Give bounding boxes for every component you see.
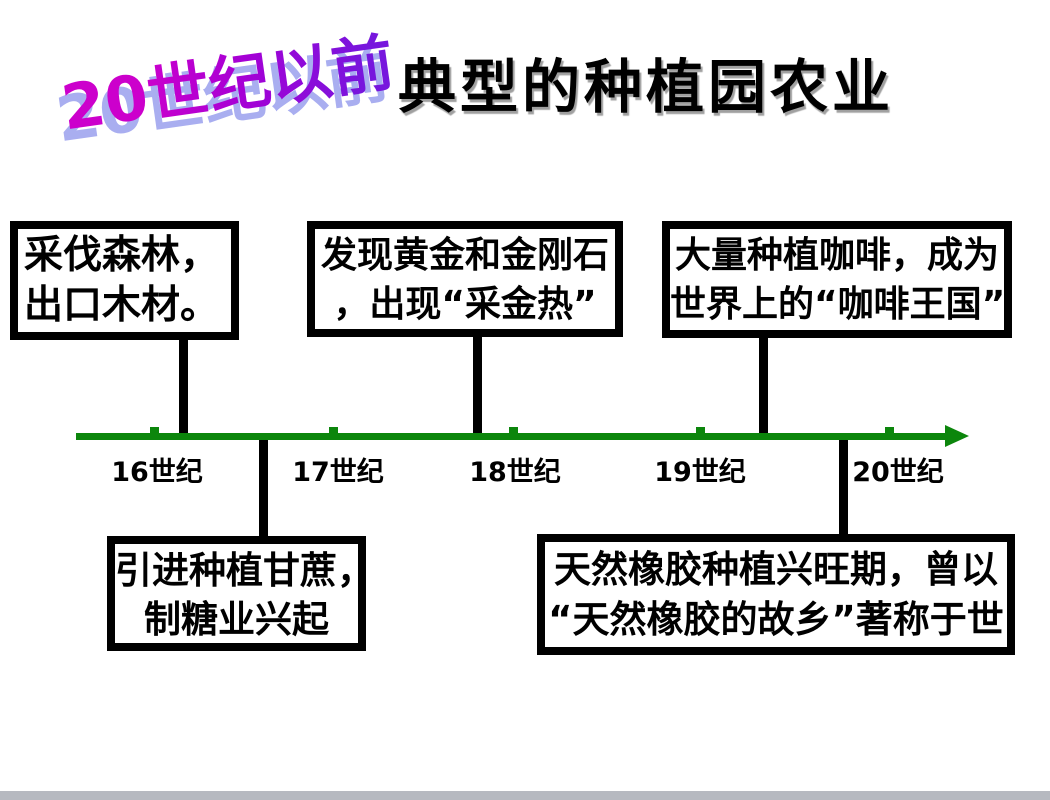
bottom-edge-bar (0, 791, 1050, 800)
event-text-line: 出口木材。 (24, 283, 220, 328)
page-title: 典型的种植园农业 (398, 53, 895, 121)
event-text-line: 天然橡胶种植兴旺期，曾以 (554, 548, 998, 591)
event-text-line: 发现黄金和金刚石 (320, 235, 609, 276)
century-tick-18 (509, 427, 518, 434)
event-box-gold-rush: 发现黄金和金刚石 ，出现“采金热” (307, 221, 623, 337)
century-label-19: 19世纪 (654, 457, 746, 488)
event-text-line: 引进种植甘蔗， (115, 549, 374, 592)
connector-line-gold-rush (473, 334, 482, 440)
connector-line-sugarcane (259, 438, 268, 538)
event-box-rubber: 天然橡胶种植兴旺期，曾以 “天然橡胶的故乡”著称于世 (537, 534, 1015, 655)
connector-line-logging (179, 337, 188, 438)
event-box-sugarcane: 引进种植甘蔗， 制糖业兴起 (107, 536, 374, 651)
century-tick-20 (885, 427, 894, 434)
century-tick-19 (696, 427, 705, 434)
century-label-17: 17世纪 (292, 457, 384, 488)
era-badge: 20世纪以前 20世纪以前 (52, 26, 403, 157)
century-tick-17 (329, 427, 338, 434)
century-label-20: 20世纪 (852, 457, 944, 488)
event-box-logging: 采伐森林， 出口木材。 (10, 221, 239, 340)
event-box-coffee: 大量种植咖啡，成为 世界上的“咖啡王国” (662, 221, 1012, 338)
event-text-line: 制糖业兴起 (144, 598, 329, 641)
century-tick-16 (150, 427, 159, 434)
event-text-line: ，出现“采金热” (333, 284, 597, 325)
timeline-axis (76, 433, 948, 440)
century-label-18: 18世纪 (469, 457, 561, 488)
event-text-line: 采伐森林， (24, 233, 220, 278)
century-label-16: 16世纪 (111, 457, 203, 488)
connector-line-coffee (759, 335, 768, 438)
event-text-line: 大量种植咖啡，成为 (674, 235, 999, 276)
timeline-arrowhead-icon (945, 425, 969, 447)
event-text-line: 世界上的“咖啡王国” (670, 284, 1006, 325)
event-text-line: “天然橡胶的故乡”著称于世 (548, 598, 1004, 641)
connector-line-rubber (839, 437, 848, 537)
